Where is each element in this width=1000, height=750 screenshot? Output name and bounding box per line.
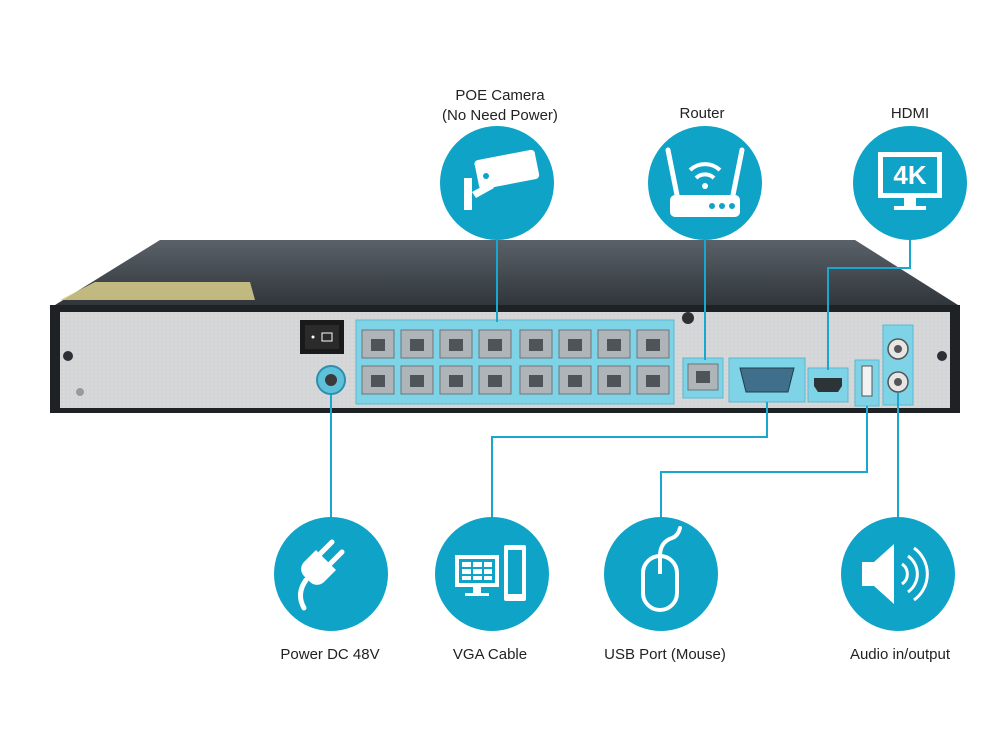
poe-camera-circle bbox=[440, 126, 554, 240]
speaker-icon bbox=[862, 544, 929, 604]
connector-lines bbox=[330, 238, 911, 520]
ground-screw bbox=[76, 388, 84, 396]
pc-monitor-icon bbox=[455, 545, 526, 601]
power-circle bbox=[274, 517, 388, 631]
vga-label: VGA Cable bbox=[452, 646, 528, 663]
nvr-top-label-sticker bbox=[60, 282, 255, 300]
power-plug-icon bbox=[298, 539, 345, 611]
audio-label: Audio in/output bbox=[849, 646, 951, 663]
line-hdmi bbox=[827, 238, 911, 370]
router-icon bbox=[665, 147, 745, 217]
nvr-device bbox=[50, 240, 960, 413]
poe-camera-note: (No Need Power) bbox=[442, 107, 558, 124]
monitor-4k-icon bbox=[878, 152, 942, 210]
line-usb bbox=[660, 406, 868, 520]
screw-top bbox=[682, 312, 694, 324]
hdmi-4k-badge: 4K bbox=[893, 160, 927, 190]
line-vga bbox=[491, 402, 768, 520]
poe-camera-title: POE Camera bbox=[455, 87, 545, 104]
poe-camera-label: POE Camera (No Need Power) bbox=[420, 86, 580, 126]
audio-circle bbox=[841, 517, 955, 631]
router-circle bbox=[648, 126, 762, 240]
cctv-camera-icon bbox=[464, 149, 540, 210]
usb-label: USB Port (Mouse) bbox=[604, 646, 726, 663]
vga-circle bbox=[435, 517, 549, 631]
nvr-top-cover bbox=[55, 240, 958, 305]
usb-circle bbox=[604, 517, 718, 631]
screw-right bbox=[937, 351, 947, 361]
screw-left bbox=[63, 351, 73, 361]
router-label: Router bbox=[679, 105, 725, 122]
mouse-icon bbox=[641, 526, 682, 612]
hdmi-label: HDMI bbox=[890, 105, 930, 122]
hdmi-circle bbox=[853, 126, 967, 240]
power-label: Power DC 48V bbox=[280, 646, 380, 663]
